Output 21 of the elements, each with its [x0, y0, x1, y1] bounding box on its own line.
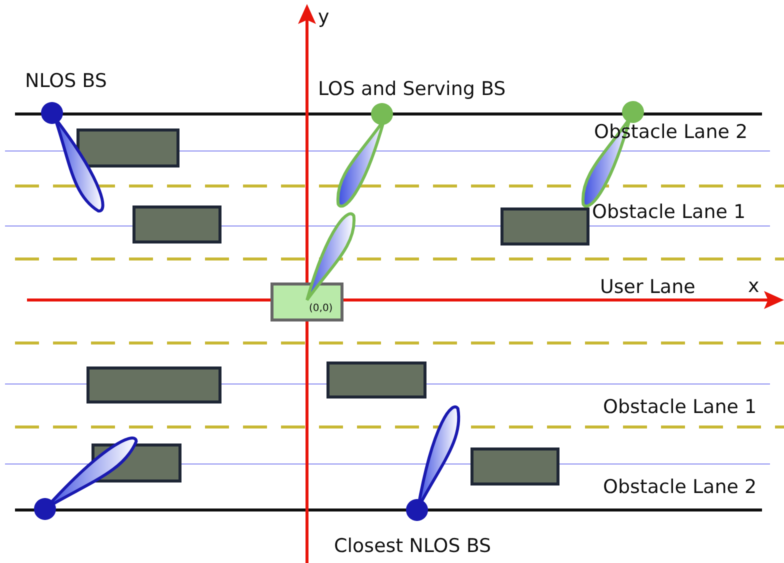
lane-label: User Lane	[600, 278, 696, 297]
station-label: Closest NLOS BS	[334, 537, 492, 556]
obstacle-block	[326, 362, 426, 398]
obstacle-block	[132, 206, 222, 244]
user-vehicle-drawing	[270, 212, 356, 322]
obstacle-block	[500, 208, 590, 246]
axis-label: x	[748, 277, 760, 296]
lane-label: Obstacle Lane 1	[592, 203, 746, 222]
axis-label: y	[318, 8, 330, 27]
lane-label: Obstacle Lane 1	[603, 398, 757, 417]
station-label: NLOS BS	[25, 72, 107, 91]
station-label: LOS and Serving BS	[318, 80, 506, 99]
base-station-drawing	[41, 102, 104, 212]
origin-label: (0,0)	[309, 304, 333, 314]
lane-label: Obstacle Lane 2	[603, 478, 757, 497]
obstacle-block	[76, 128, 180, 168]
obstacle-block	[86, 366, 222, 404]
base-station-drawing	[406, 406, 460, 521]
base-station-drawing	[34, 436, 138, 520]
obstacle-block	[470, 448, 560, 486]
base-station-drawing	[336, 103, 393, 208]
